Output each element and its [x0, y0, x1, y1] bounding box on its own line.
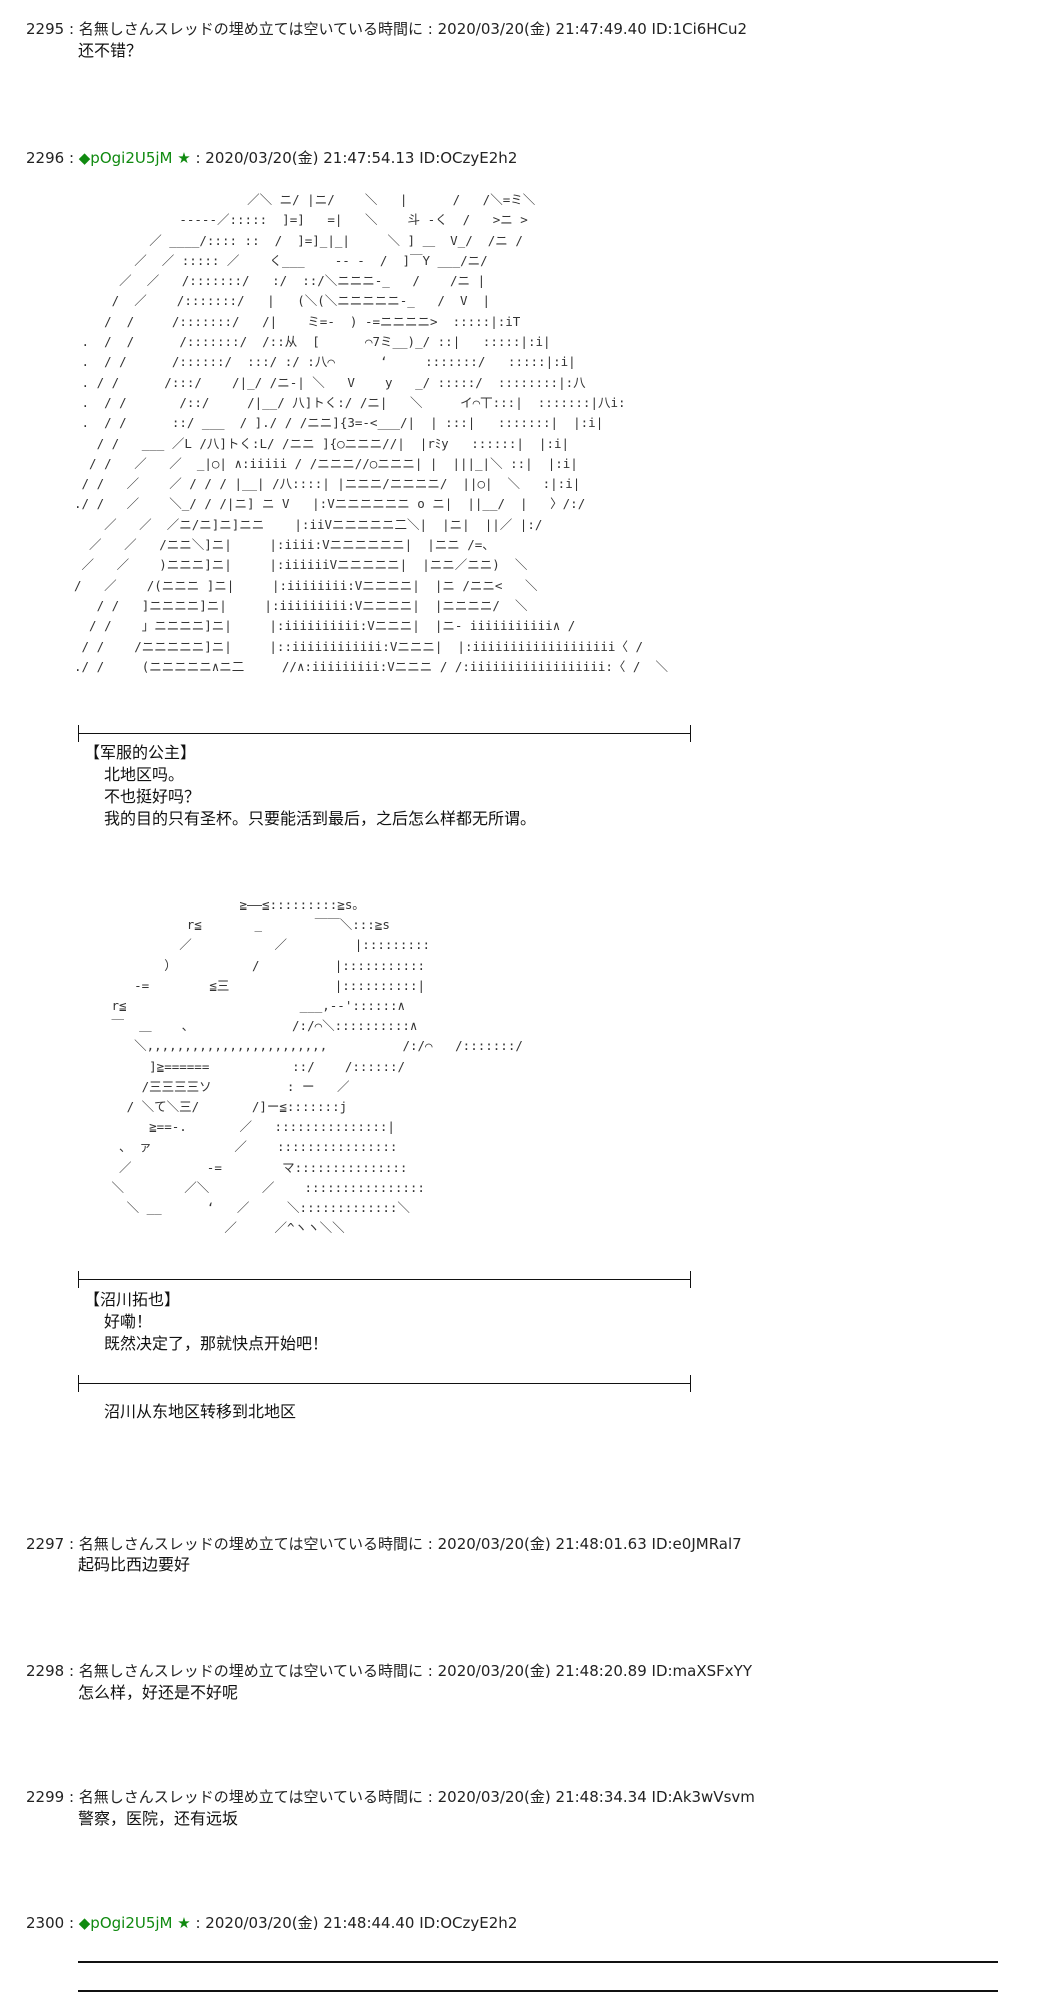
trip-code: ◆pOgi2U5jM ★: [78, 149, 191, 167]
ascii-art-princess: ／＼ ニ/ |ニ/ ＼ | / /＼=ミ＼ -----／::::: ]=] =|…: [74, 192, 669, 674]
post-body-2297: 起码比西边要好: [78, 1555, 191, 1574]
trip-code: ◆pOgi2U5jM ★: [78, 1914, 191, 1932]
post-header-2295: 2295 : 名無しさんスレッドの埋め立ては空いている時間に : 2020/03…: [26, 20, 748, 38]
narration-text: 沼川从东地区转移到北地区: [104, 1402, 297, 1421]
post-body-2299: 警察，医院，还有远坂: [78, 1809, 239, 1828]
post-header-2296: 2296 : ◆pOgi2U5jM ★ : 2020/03/20(金) 21:4…: [26, 149, 517, 167]
dialogue-text: 好嘞！ 既然决定了，那就快点开始吧！: [104, 1312, 329, 1353]
post-meta: : 2020/03/20(金) 21:48:44.40 ID:OCzyE2h2: [190, 1914, 518, 1932]
post-header-2299: 2299 : 名無しさんスレッドの埋め立ては空いている時間に : 2020/03…: [26, 1788, 755, 1806]
horizontal-rule: [78, 1990, 998, 1992]
speaker-label: 【沼川拓也】: [84, 1290, 181, 1309]
dialogue-text: 北地区吗。 不也挺好吗？ 我的目的只有圣杯。只要能活到最后，之后怎么样都无所谓。: [104, 765, 537, 828]
ascii-art-numakawa: ≧――≦:::::::::≧s｡ r≦ _ ￣￣＼:::≧s ／ ／ |::::…: [111, 897, 523, 1236]
section-divider: [78, 1271, 691, 1288]
section-divider: [78, 1375, 691, 1392]
post-meta: : 2020/03/20(金) 21:47:54.13 ID:OCzyE2h2: [190, 149, 518, 167]
post-body-2295: 还不错？: [78, 41, 143, 60]
post-header-2300: 2300 : ◆pOgi2U5jM ★ : 2020/03/20(金) 21:4…: [26, 1914, 517, 1932]
post-number: 2300 :: [26, 1914, 79, 1932]
post-number: 2296 :: [26, 149, 79, 167]
horizontal-rule: [78, 1961, 998, 1963]
post-header-2298: 2298 : 名無しさんスレッドの埋め立ては空いている時間に : 2020/03…: [26, 1662, 752, 1680]
section-divider: [78, 725, 691, 742]
post-header-2297: 2297 : 名無しさんスレッドの埋め立ては空いている時間に : 2020/03…: [26, 1535, 742, 1553]
post-body-2298: 怎么样，好还是不好呢: [78, 1683, 239, 1702]
speaker-label: 【军服的公主】: [84, 743, 197, 762]
